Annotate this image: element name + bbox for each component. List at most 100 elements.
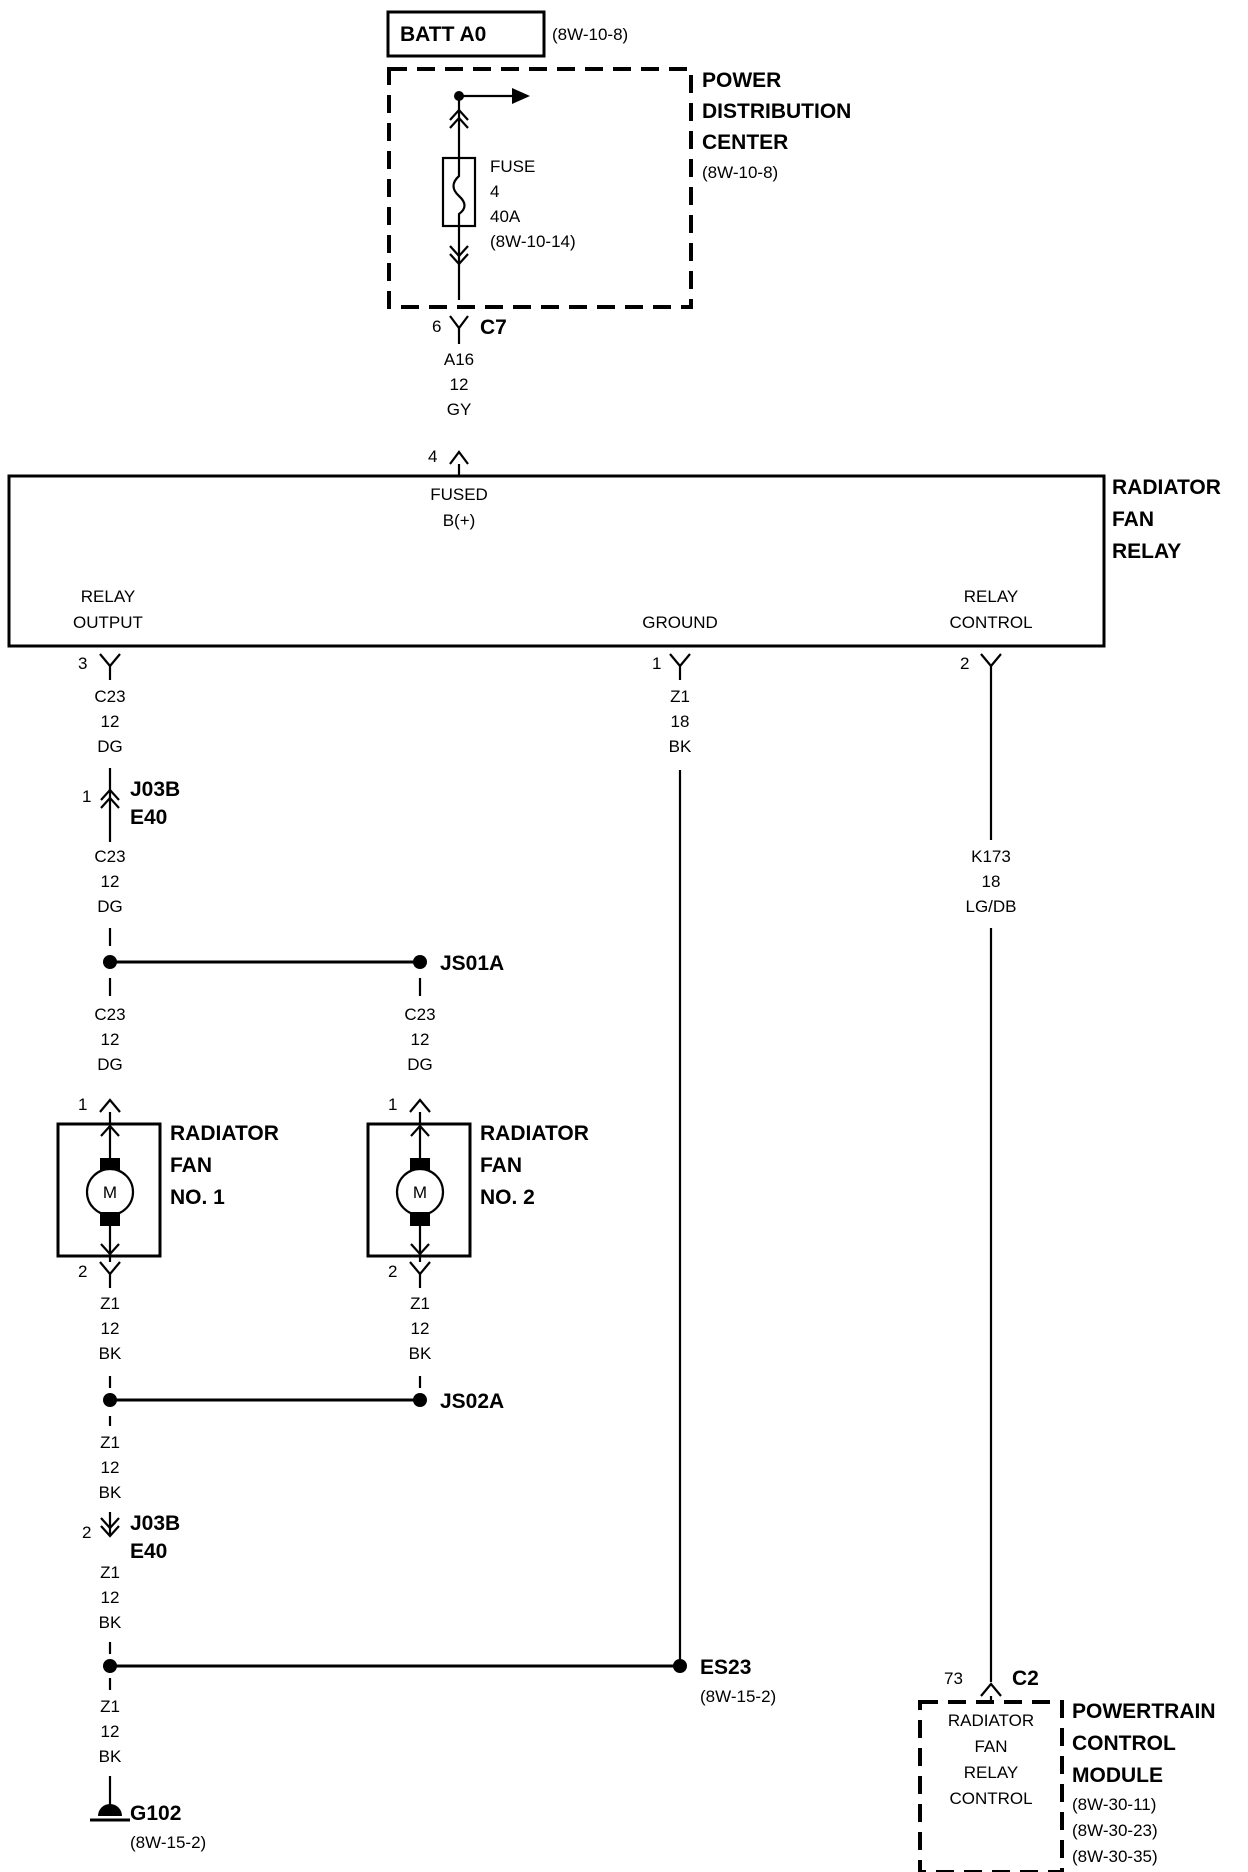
fan2-internal-bottom-chevron bbox=[410, 1243, 430, 1256]
wire-z1-gauge-1: 12 bbox=[101, 1319, 120, 1338]
splice-js02a-label: JS02A bbox=[440, 1390, 504, 1413]
fuse-label: FUSE bbox=[490, 157, 535, 176]
pdc-name-2: DISTRIBUTION bbox=[702, 100, 851, 123]
fan1-name-1: RADIATOR bbox=[170, 1122, 279, 1145]
relay-pin2-connector bbox=[980, 653, 1002, 668]
fan1-pin-top: 1 bbox=[78, 1095, 87, 1114]
relay-box bbox=[7, 474, 1106, 648]
wire-a16-gauge: 12 bbox=[450, 375, 469, 394]
wire-z1-fan1-label: Z1 12 BK bbox=[99, 1294, 122, 1388]
relay-name-1: RADIATOR bbox=[1112, 476, 1221, 499]
wire-c23-gauge-2: 12 bbox=[101, 872, 120, 891]
wire-z1-circuit-4: Z1 bbox=[100, 1563, 120, 1582]
wire-z1-circuit-1: Z1 bbox=[100, 1294, 120, 1313]
c7-connector: 6 C7 bbox=[432, 315, 507, 339]
relay-output-branch: 3 C23 12 DG 1 J03B E40 C23 12 DG bbox=[78, 653, 180, 946]
wire-z1-18-circuit: Z1 bbox=[670, 687, 690, 706]
pcm-ref-3: (8W-30-35) bbox=[1072, 1847, 1158, 1866]
ground-g102-label: G102 bbox=[130, 1802, 181, 1825]
wire-c23-to-fan1: C23 12 DG bbox=[94, 978, 126, 1074]
wire-k173-gauge: 18 bbox=[982, 872, 1001, 891]
radiator-fan-2: 1 M 2 RADIATOR FAN NO. 2 bbox=[366, 1095, 589, 1288]
radiator-fan-relay: 4 RADIATOR FAN RELAY FUSED B(+) RELAY OU… bbox=[7, 447, 1221, 648]
batt-a0: BATT A0 (8W-10-8) bbox=[386, 10, 628, 58]
splice-js02a: JS02A bbox=[103, 1390, 504, 1413]
wire-z1-18-color: BK bbox=[669, 737, 692, 756]
pcm-connector: C2 bbox=[1012, 1667, 1039, 1690]
fuse-ref: (8W-10-14) bbox=[490, 232, 576, 251]
relay-pin-output: 3 bbox=[78, 654, 87, 673]
relay-output-2: OUTPUT bbox=[73, 613, 143, 632]
j03b-name-bottom: J03B bbox=[130, 1512, 180, 1535]
wire-c23-circuit-3: C23 bbox=[94, 1005, 125, 1024]
wire-c23-gauge-3: 12 bbox=[101, 1030, 120, 1049]
fan1-pin1-connector bbox=[99, 1098, 121, 1113]
fuse-rating: 40A bbox=[490, 207, 521, 226]
j03b-pin-bottom: 2 bbox=[82, 1523, 91, 1542]
pcm-inner-4: CONTROL bbox=[949, 1789, 1032, 1808]
wire-z1-to-g102: Z1 12 BK bbox=[99, 1678, 122, 1812]
relay-output-1: RELAY bbox=[81, 587, 136, 606]
fuse-element bbox=[452, 158, 466, 226]
wire-k173-circuit: K173 bbox=[971, 847, 1011, 866]
batt-box bbox=[386, 10, 546, 58]
wire-c23-color-2: DG bbox=[97, 897, 123, 916]
splice-es23: ES23 (8W-15-2) bbox=[103, 1656, 776, 1706]
pcm-inner-1: RADIATOR bbox=[948, 1711, 1034, 1730]
splice-js02a-dot-right bbox=[413, 1393, 427, 1407]
pdc-name-3: CENTER bbox=[702, 131, 788, 154]
relay-control-2: CONTROL bbox=[949, 613, 1032, 632]
splice-es23-dot-right bbox=[673, 1659, 687, 1673]
fan2-brush-bottom bbox=[410, 1212, 430, 1226]
fan2-internal-top-chevron bbox=[410, 1124, 430, 1137]
fan2-pin1-connector bbox=[409, 1098, 431, 1113]
wire-c23-color-3: DG bbox=[97, 1055, 123, 1074]
wire-z1-gauge-5: 12 bbox=[101, 1722, 120, 1741]
pcm-inner-3: RELAY bbox=[964, 1763, 1019, 1782]
wire-a16-circuit: A16 bbox=[444, 350, 474, 369]
radiator-fan-1: 1 M 2 RADIATOR FAN NO. 1 bbox=[56, 1095, 279, 1288]
pcm-dashed-box bbox=[918, 1700, 1064, 1872]
wire-z1-color-5: BK bbox=[99, 1747, 122, 1766]
splice-js01a-dot-right bbox=[413, 955, 427, 969]
fan2-name-1: RADIATOR bbox=[480, 1122, 589, 1145]
fan1-internal-top-chevron bbox=[100, 1124, 120, 1137]
ground-icon bbox=[98, 1804, 122, 1816]
pdc-ref: (8W-10-8) bbox=[702, 163, 778, 182]
pcm-c2-connector bbox=[980, 1682, 1002, 1697]
j03b-name-top: J03B bbox=[130, 778, 180, 801]
j03b-sub-bottom: E40 bbox=[130, 1540, 167, 1563]
wire-z1-gauge-2: 12 bbox=[411, 1319, 430, 1338]
wire-c23-color-4: DG bbox=[407, 1055, 433, 1074]
pcm-name-2: CONTROL bbox=[1072, 1732, 1176, 1755]
splice-es23-ref: (8W-15-2) bbox=[700, 1687, 776, 1706]
j03b-pin-top: 1 bbox=[82, 787, 91, 806]
wire-z1-gauge-4: 12 bbox=[101, 1588, 120, 1607]
wire-z1-18-gauge: 18 bbox=[671, 712, 690, 731]
wire-z1-color-2: BK bbox=[409, 1344, 432, 1363]
relay-name-2: FAN bbox=[1112, 508, 1154, 531]
splice-js01a: JS01A bbox=[103, 952, 504, 975]
fan1-pin2-connector bbox=[99, 1261, 121, 1276]
fan1-brush-bottom bbox=[100, 1212, 120, 1226]
pdc-dashed-box bbox=[387, 67, 693, 309]
fan1-pin-bottom: 2 bbox=[78, 1262, 87, 1281]
wire-z1-color-4: BK bbox=[99, 1613, 122, 1632]
ground-g102-ref: (8W-15-2) bbox=[130, 1833, 206, 1852]
wire-z1-fan2-label: Z1 12 BK bbox=[409, 1294, 432, 1388]
relay-pin-control: 2 bbox=[960, 654, 969, 673]
wire-c23-gauge-1: 12 bbox=[101, 712, 120, 731]
pdc-connector-bottom-chevron bbox=[449, 245, 469, 266]
wire-c23-circuit-1: C23 bbox=[94, 687, 125, 706]
j03b-sub-top: E40 bbox=[130, 806, 167, 829]
fan1-motor-label: M bbox=[103, 1183, 117, 1202]
fan1-internal-bottom-chevron bbox=[100, 1243, 120, 1256]
pcm-inner-2: FAN bbox=[974, 1737, 1007, 1756]
wire-z1-to-j03b: Z1 12 BK 2 J03B E40 Z1 12 BK bbox=[82, 1416, 180, 1654]
fan2-name-2: FAN bbox=[480, 1154, 522, 1177]
splice-es23-label: ES23 bbox=[700, 1656, 751, 1679]
powertrain-control-module: 73 C2 RADIATOR FAN RELAY CONTROL POWERTR… bbox=[918, 1667, 1216, 1872]
wire-z1-circuit-5: Z1 bbox=[100, 1697, 120, 1716]
wire-c23-to-fan2: C23 12 DG bbox=[404, 978, 436, 1074]
